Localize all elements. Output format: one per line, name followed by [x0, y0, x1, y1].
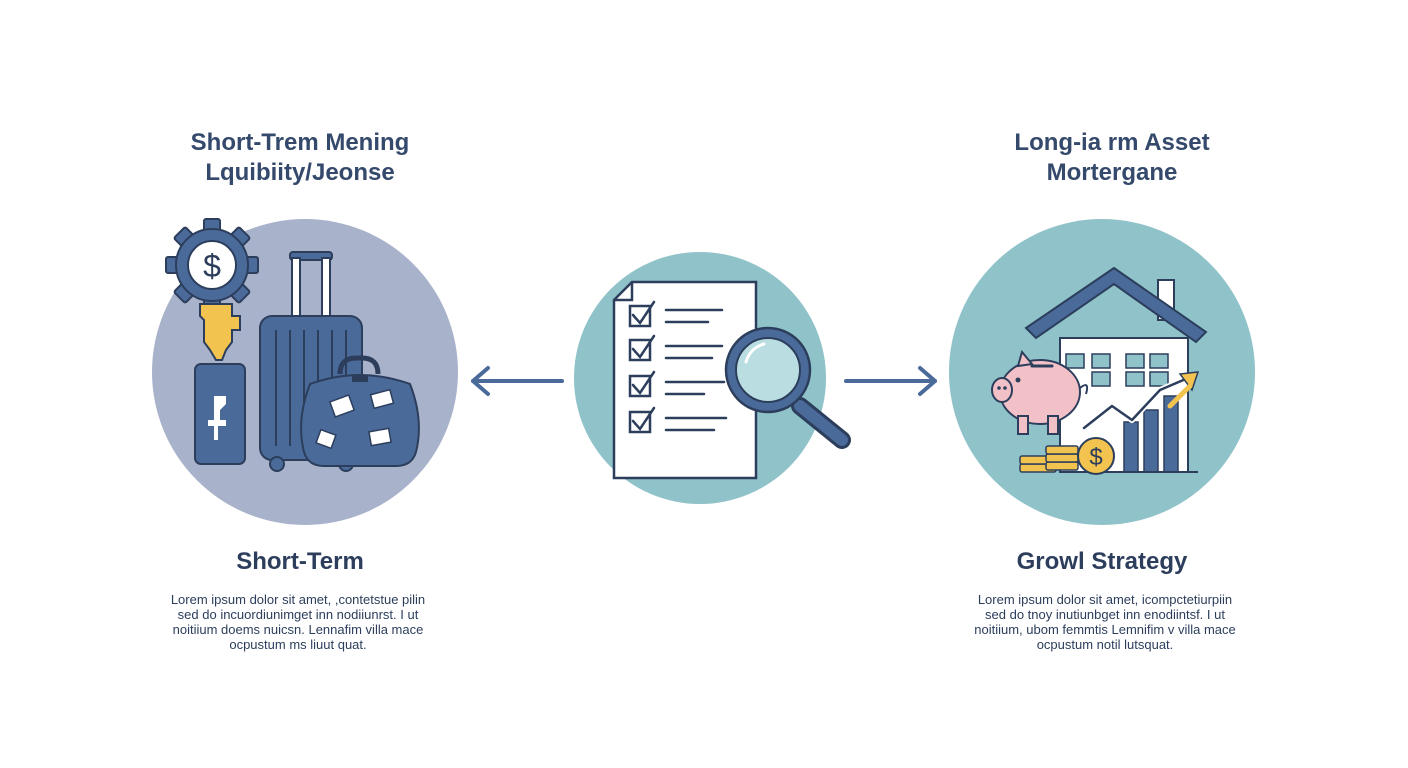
- left-subheading: Short-Term: [236, 548, 364, 575]
- right-body-line-3: noitiium, ubom femmtis Lemnifim v villa …: [974, 622, 1236, 637]
- arrow-right-icon: [844, 366, 937, 396]
- left-body-text: Lorem ipsum dolor sit amet, ,contetstue …: [128, 592, 468, 652]
- svg-text:$: $: [203, 248, 221, 284]
- bag-icon: [300, 355, 420, 467]
- right-body-line-4: ocpustum notil lutsquat.: [1036, 637, 1174, 652]
- right-body-line-2: sed do tnoy inutiunbget inn enodiintsf. …: [985, 607, 1225, 622]
- left-body-line-2: sed do incuordiunimget inn nodiiunrst. I…: [177, 607, 419, 622]
- left-heading-line-2: Lquibiity/Jeonse: [205, 159, 395, 186]
- left-body-line-4: ocpustum ms liuut quat.: [229, 637, 367, 652]
- checklist-document-icon: [612, 280, 758, 480]
- right-subheading: Growl Strategy: [1016, 548, 1188, 575]
- coins-icon: $: [1019, 437, 1115, 475]
- right-body-line-1: Lorem ipsum dolor sit amet, icompctetiur…: [977, 592, 1233, 607]
- left-body-line-1: Lorem ipsum dolor sit amet, ,contetstue …: [170, 592, 426, 607]
- right-body-text: Lorem ipsum dolor sit amet, icompctetiur…: [935, 592, 1275, 652]
- piggy-bank-icon: [991, 349, 1089, 435]
- left-heading-line-1: Short-Trem Mening: [190, 129, 410, 156]
- right-heading-line-1: Long-ia rm Asset: [1014, 129, 1210, 156]
- left-heading: Short-Trem Mening Lquibiity/Jeonse: [150, 128, 450, 188]
- right-heading-line-2: Mortergane: [1046, 159, 1178, 186]
- key-icon: [194, 303, 246, 465]
- right-heading: Long-ia rm Asset Mortergane: [962, 128, 1262, 188]
- left-body-line-3: noitiium doems nuicsn. Lennafim villa ma…: [172, 622, 424, 637]
- magnifier-icon: [724, 326, 851, 449]
- growth-chart-icon: [1081, 371, 1200, 473]
- dollar-gear-icon: $: [165, 218, 259, 312]
- arrow-left-icon: [471, 366, 564, 396]
- svg-text:$: $: [1089, 444, 1102, 471]
